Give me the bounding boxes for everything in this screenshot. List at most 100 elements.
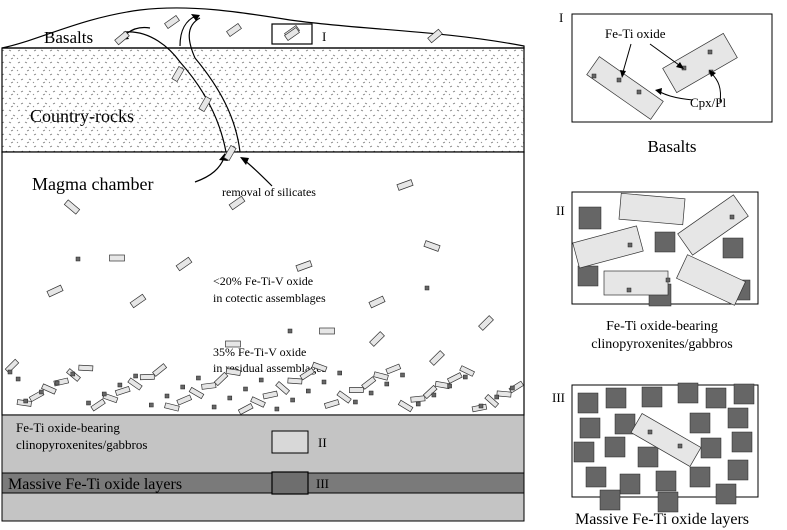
fe-ti-oxide-grain — [585, 466, 607, 488]
fe-ti-oxide-grain — [619, 473, 641, 495]
flow-arrow-right-head — [191, 14, 200, 21]
inset-i-arrow-4-head — [709, 70, 716, 77]
marker-label-ii: II — [318, 435, 327, 450]
label-magma-chamber: Magma chamber — [32, 174, 153, 194]
marker-box-i — [271, 23, 313, 45]
fe-ti-oxide-grain — [657, 491, 679, 513]
oxide-grain — [337, 370, 342, 376]
fe-ti-oxide-grain — [614, 413, 636, 435]
label-cotectic-2: in cotectic assemblages — [213, 291, 326, 305]
oxide-grain — [39, 389, 44, 395]
inset-i-roman: I — [559, 10, 563, 25]
inset-i-arrow-3-head — [655, 88, 662, 95]
inset-i-arrow-2 — [649, 43, 680, 66]
oxide-grain — [447, 383, 452, 389]
silicate-crystal — [336, 390, 352, 404]
marker-label-i: I — [322, 29, 326, 44]
silicate-crystal — [396, 179, 414, 191]
marker-box-iii — [271, 471, 309, 495]
fe-ti-oxide-grain — [636, 89, 642, 95]
silicate-crystal — [139, 373, 155, 381]
silicate-crystal — [295, 260, 313, 272]
fe-ti-oxide-grain — [647, 429, 653, 435]
silicate-crystal — [171, 65, 185, 83]
fe-ti-oxide-grain — [637, 446, 659, 468]
fe-ti-oxide-grain — [626, 287, 632, 293]
removal-arrow-left — [194, 157, 225, 183]
oxide-grain — [424, 285, 430, 291]
fe-ti-oxide-grain — [577, 265, 599, 287]
silicate-crystal — [478, 315, 494, 331]
silicate-crystal — [175, 256, 193, 272]
silicate-crystal — [385, 363, 402, 375]
fe-ti-oxide-grain — [573, 441, 595, 463]
label-residual-2: in residual assemblages — [213, 361, 327, 375]
oxide-grain — [494, 394, 499, 400]
silicate-crystal — [275, 381, 291, 395]
oxide-grain — [164, 393, 170, 399]
silicate-crystal — [129, 293, 147, 309]
silicate-crystal — [630, 412, 702, 468]
inset-iii-roman: III — [552, 390, 565, 405]
silicate-crystal — [250, 396, 266, 408]
silicate-crystal — [188, 386, 205, 400]
oxide-grain — [384, 381, 390, 387]
oxide-grain — [274, 406, 280, 412]
oxide-grain — [180, 384, 185, 390]
fe-ti-oxide-grain — [700, 437, 722, 459]
marker-label-iii: III — [316, 476, 329, 491]
oxide-grain — [478, 403, 484, 409]
fe-ti-oxide-grain — [729, 214, 735, 220]
silicate-crystal — [319, 327, 335, 335]
silicate-crystal — [4, 358, 20, 374]
cpx-pl-crystal — [586, 56, 664, 120]
silicate-crystal — [262, 390, 279, 400]
fe-ti-oxide-grain — [655, 470, 677, 492]
silicate-crystal — [114, 386, 131, 396]
inset-ii-caption-1: Fe-Ti oxide-bearing — [606, 319, 718, 334]
inset-i-arrow-4 — [711, 73, 721, 103]
fe-ti-oxide-grain — [727, 459, 749, 481]
silicate-crystal — [152, 363, 168, 377]
inset-i-cpx-label: Cpx/Pl — [690, 95, 727, 110]
silicate-crystal — [484, 393, 500, 409]
oxide-grain — [70, 371, 76, 377]
fe-ti-oxide-grain — [591, 73, 597, 79]
silicate-crystal — [361, 376, 377, 390]
silicate-crystal — [299, 367, 315, 381]
label-massive: Massive Fe-Ti oxide layers — [8, 476, 182, 493]
silicate-crystal — [429, 350, 445, 366]
label-gabbro-1: Fe-Ti oxide-bearing — [16, 420, 120, 435]
fe-ti-oxide-grain — [599, 489, 621, 511]
silicate-crystal — [677, 194, 749, 256]
oxide-grain — [400, 372, 405, 378]
fe-ti-oxide-grain — [578, 206, 602, 230]
oxide-grain — [54, 380, 60, 386]
label-country-rocks: Country-rocks — [30, 106, 134, 126]
silicate-crystal — [423, 240, 441, 252]
fe-ti-oxide-grain — [733, 383, 755, 405]
silicate-crystal — [237, 403, 254, 415]
oxide-grain — [101, 391, 107, 397]
oxide-grain — [353, 399, 358, 405]
fe-ti-oxide-grain — [677, 382, 699, 404]
silicate-crystal — [572, 225, 644, 269]
oxide-grain — [287, 328, 293, 334]
country-rock-layer — [1, 47, 525, 153]
silicate-crystal — [349, 387, 364, 393]
oxide-grain — [510, 385, 515, 391]
fe-ti-oxide-grain — [616, 77, 622, 83]
inset-i-caption: Basalts — [647, 137, 696, 156]
oxide-grain — [7, 369, 13, 375]
fe-ti-oxide-grain — [604, 436, 626, 458]
oxide-grain — [431, 392, 437, 398]
oxide-grain — [321, 379, 327, 385]
inset-ii-crystals — [572, 192, 751, 307]
magma-chamber-body — [1, 151, 525, 416]
cpx-pl-crystal — [662, 32, 738, 94]
oxide-grain — [75, 256, 81, 262]
label-removal: removal of silicates — [222, 185, 316, 199]
silicate-crystal — [225, 368, 242, 376]
oxide-grain — [368, 390, 374, 396]
silicate-crystal — [676, 254, 746, 306]
